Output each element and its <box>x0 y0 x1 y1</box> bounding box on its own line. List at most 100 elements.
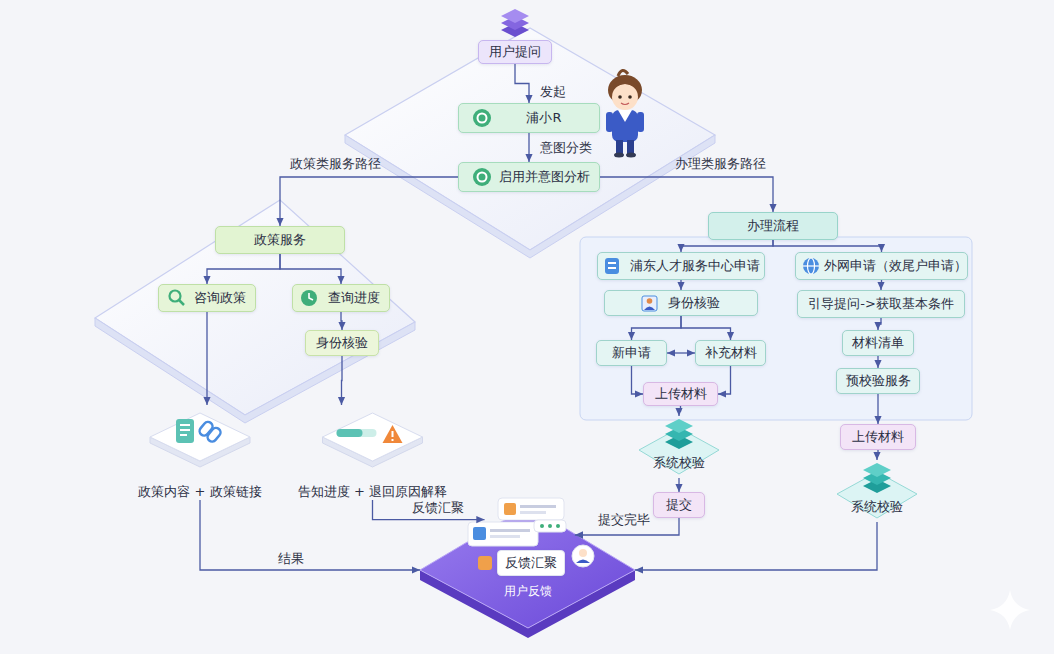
decor-rect <box>337 429 377 437</box>
decor-circle <box>618 95 622 99</box>
tile-caption: 系统校验 <box>834 498 920 516</box>
decor-circle <box>301 290 317 306</box>
decor-ellipse <box>614 153 624 158</box>
node-label: 上传材料 <box>852 428 904 446</box>
decor-rect <box>490 529 530 532</box>
check-tile: 系统校验 <box>636 416 722 478</box>
flow-connector <box>877 450 878 460</box>
flow-connector <box>678 478 679 492</box>
decor-circle <box>473 109 491 127</box>
decor-circle <box>579 549 587 557</box>
decor-circle <box>473 168 491 186</box>
tile-caption: 政策内容 + 政策链接 <box>130 483 270 501</box>
decor-ellipse <box>626 153 636 158</box>
node-label: 告知进度 + 退回原因解释 <box>298 484 447 499</box>
flow-connector <box>632 316 682 340</box>
decor-rect <box>176 419 194 443</box>
node-label: 提交 <box>666 496 692 514</box>
decor-polygon <box>501 9 529 23</box>
node-label: 身份核验 <box>316 334 368 352</box>
flow-connector <box>341 356 343 405</box>
process-box: 查询进度 <box>292 284 390 312</box>
process-box: 外网申请（效尾户申请） <box>795 252 968 280</box>
icon-tile: 政策内容 + 政策链接 <box>130 405 270 500</box>
decor-div <box>478 8 552 38</box>
globe-icon <box>803 258 819 274</box>
node-label: 补充材料 <box>705 344 757 362</box>
node-label: 查询进度 <box>328 289 380 307</box>
process-box: 新申请 <box>596 340 667 366</box>
flow-connector <box>206 312 207 405</box>
decor-circle <box>478 114 487 123</box>
decor-rect <box>608 262 616 264</box>
flow-connector <box>680 280 681 290</box>
node-label: 预校验服务 <box>846 372 911 390</box>
decor-polygon <box>150 413 250 461</box>
decor-rect <box>498 498 564 520</box>
process-box: 启用并意图分析 <box>458 162 600 192</box>
decor-polygon <box>837 472 917 518</box>
flow-connector <box>773 240 882 252</box>
flow-connector <box>635 522 877 570</box>
decor-rect <box>605 258 619 274</box>
tile-caption: 告知进度 + 退回原因解释 <box>295 483 450 501</box>
process-box: 补充材料 <box>695 340 766 366</box>
decor-rect <box>608 267 616 269</box>
edge-label: 意图分类 <box>540 140 592 157</box>
process-box: 预校验服务 <box>836 368 920 394</box>
decor-rect <box>478 556 492 570</box>
decor-rect <box>616 140 623 154</box>
node-label: 办理流程 <box>747 217 799 235</box>
decor-rect <box>637 112 644 132</box>
node-label: 启用并意图分析 <box>499 168 590 186</box>
mascot <box>606 70 644 157</box>
decor-rect <box>612 110 638 142</box>
flow-connector <box>880 280 882 290</box>
check-tile: 系统校验 <box>834 460 920 522</box>
decor-rect <box>337 429 363 437</box>
decor-circle <box>478 173 487 182</box>
building-icon <box>605 258 619 274</box>
decor-line <box>803 265 819 266</box>
process-box: 身份核验 <box>604 290 758 316</box>
node-label: 用户反馈 <box>504 584 552 598</box>
flow-connector <box>373 500 485 520</box>
node-label: 引导提问->获取基本条件 <box>808 295 954 313</box>
decor-polygon <box>863 463 891 477</box>
top-platform <box>345 28 715 250</box>
decor-rect <box>180 424 190 426</box>
node-label: 用户提问 <box>489 43 541 61</box>
decor-circle <box>548 524 552 528</box>
flow-connector <box>207 254 280 284</box>
decor-rect <box>392 431 394 437</box>
search-icon <box>170 291 185 306</box>
decor-polygon <box>639 428 719 474</box>
decor-path <box>309 293 313 300</box>
node-label: 浦小R <box>526 109 561 127</box>
tile-caption: 系统校验 <box>636 454 722 472</box>
decor-rect <box>206 426 223 443</box>
decor-rect <box>468 522 538 546</box>
process-box: 引导提问->获取基本条件 <box>797 290 965 318</box>
decor-rect <box>627 140 634 154</box>
decor-circle <box>572 545 594 567</box>
decor-path <box>618 70 628 76</box>
node-label: 材料清单 <box>852 334 904 352</box>
decor-circle <box>170 291 181 302</box>
process-box: 上传材料 <box>840 424 916 450</box>
edge-label: 提交完毕 <box>598 512 650 529</box>
node-label: 反馈汇聚 <box>505 554 557 572</box>
decor-circle <box>628 95 632 99</box>
platform-caption: 用户反馈 <box>420 583 635 600</box>
flow-connector <box>667 352 695 353</box>
decor-polygon <box>665 419 693 433</box>
decor-rect <box>642 296 657 311</box>
decor-rect <box>180 429 190 431</box>
decor-polygon <box>618 110 632 122</box>
decor-polygon <box>323 413 423 461</box>
decor-line <box>179 300 184 305</box>
decor-circle <box>556 524 560 528</box>
feedback-card: 反馈汇聚 <box>497 550 565 576</box>
flow-connector <box>632 366 644 394</box>
decor-polygon <box>383 425 403 443</box>
